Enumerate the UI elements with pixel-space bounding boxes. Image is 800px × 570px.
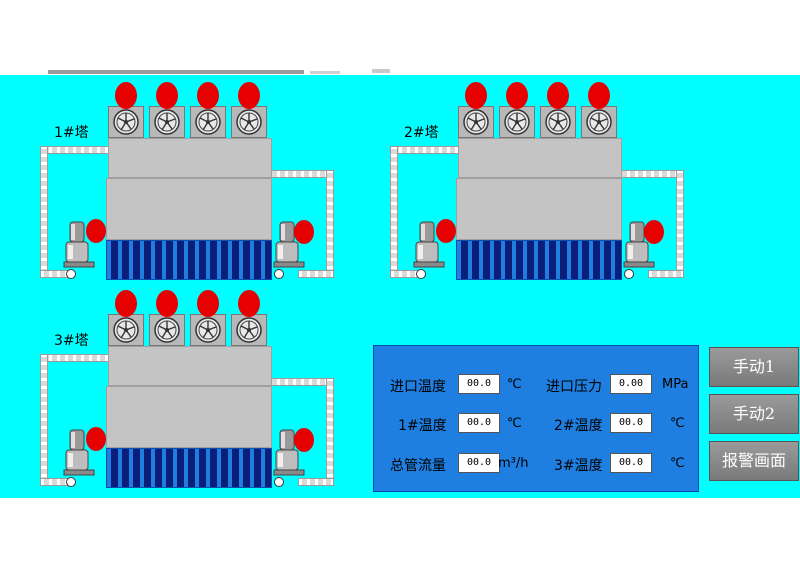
valve-icon	[274, 477, 284, 487]
water-basin	[106, 240, 272, 280]
top-bar	[48, 70, 304, 74]
fan-unit	[540, 106, 576, 138]
tower-body-upper	[108, 346, 272, 386]
temp-2-label: 2#温度	[554, 418, 603, 434]
status-lamp-icon	[644, 220, 664, 244]
valve-icon	[66, 269, 76, 279]
fan-unit	[231, 106, 267, 138]
tower-body	[456, 178, 622, 240]
pump-left	[62, 218, 98, 270]
valve-icon	[624, 269, 634, 279]
status-lamp-icon	[238, 82, 260, 109]
total-flow-value: 00.0	[458, 453, 500, 473]
alarm-screen-button[interactable]: 报警画面	[709, 441, 799, 481]
temp-1-value: 00.0	[458, 413, 500, 433]
status-lamp-icon	[436, 219, 456, 243]
fan-unit	[458, 106, 494, 138]
valve-icon	[274, 269, 284, 279]
pump-icon	[623, 221, 655, 268]
pipe-right	[676, 170, 684, 278]
temp-3-unit: ℃	[670, 456, 685, 471]
fan-unit	[149, 106, 185, 138]
tower-label: 2#塔	[404, 125, 439, 141]
fan-unit	[149, 314, 185, 346]
temp-3-value: 00.0	[610, 453, 652, 473]
fan-unit	[231, 314, 267, 346]
pump-left	[412, 218, 448, 270]
tower-1: 1#塔	[40, 78, 340, 280]
temp-2-unit: ℃	[670, 416, 685, 431]
valve-icon	[416, 269, 426, 279]
pump-icon	[273, 221, 305, 268]
tower-body-upper	[458, 138, 622, 178]
status-lamp-icon	[86, 219, 106, 243]
total-flow-unit: m³/h	[498, 456, 529, 471]
temp-1-label: 1#温度	[398, 418, 447, 434]
status-lamp-icon	[115, 82, 137, 109]
pump-left	[62, 426, 98, 478]
temp-2-value: 00.0	[610, 413, 652, 433]
tower-3: 3#塔	[40, 286, 340, 488]
status-lamp-icon	[588, 82, 610, 109]
fan-unit	[108, 106, 144, 138]
inlet-temp-value: 00.0	[458, 374, 500, 394]
pump-right	[272, 218, 308, 270]
fan-unit	[190, 106, 226, 138]
tower-label: 1#塔	[54, 125, 89, 141]
valve-icon	[66, 477, 76, 487]
pump-icon	[273, 429, 305, 476]
pipe-right	[326, 170, 334, 278]
status-lamp-icon	[115, 290, 137, 317]
status-lamp-icon	[86, 427, 106, 451]
status-lamp-icon	[156, 290, 178, 317]
inlet-pressure-label: 进口压力	[546, 379, 602, 395]
status-lamp-icon	[465, 82, 487, 109]
pipe-left	[390, 146, 398, 278]
status-lamp-icon	[294, 428, 314, 452]
status-lamp-icon	[238, 290, 260, 317]
fan-unit	[499, 106, 535, 138]
pump-icon	[63, 429, 95, 476]
pump-icon	[413, 221, 445, 268]
status-lamp-icon	[547, 82, 569, 109]
fan-unit	[190, 314, 226, 346]
parameter-panel: 进口温度 00.0 ℃ 进口压力 0.00 MPa 1#温度 00.0 ℃ 2#…	[373, 345, 699, 492]
tower-label: 3#塔	[54, 333, 89, 349]
pipe-left	[40, 354, 48, 486]
inlet-pressure-unit: MPa	[662, 377, 689, 392]
manual-2-button[interactable]: 手动2	[709, 394, 799, 434]
pump-right	[622, 218, 658, 270]
pipe-right	[326, 378, 334, 486]
status-lamp-icon	[197, 290, 219, 317]
inlet-pressure-value: 0.00	[610, 374, 652, 394]
pipe-bottom-right	[298, 478, 334, 486]
top-mark-2	[372, 69, 390, 73]
inlet-temp-unit: ℃	[507, 377, 522, 392]
tower-body	[106, 178, 272, 240]
pump-right	[272, 426, 308, 478]
pipe-bottom-right	[648, 270, 684, 278]
tower-2: 2#塔	[390, 78, 690, 280]
status-lamp-icon	[294, 220, 314, 244]
manual-1-button[interactable]: 手动1	[709, 347, 799, 387]
pump-icon	[63, 221, 95, 268]
fan-unit	[581, 106, 617, 138]
pipe-left	[40, 146, 48, 278]
water-basin	[106, 448, 272, 488]
temp-3-label: 3#温度	[554, 458, 603, 474]
fan-unit	[108, 314, 144, 346]
tower-body	[106, 386, 272, 448]
inlet-temp-label: 进口温度	[390, 379, 446, 395]
status-lamp-icon	[156, 82, 178, 109]
status-lamp-icon	[197, 82, 219, 109]
tower-body-upper	[108, 138, 272, 178]
top-mark	[310, 71, 340, 74]
water-basin	[456, 240, 622, 280]
total-flow-label: 总管流量	[390, 458, 446, 474]
temp-1-unit: ℃	[507, 416, 522, 431]
pipe-bottom-right	[298, 270, 334, 278]
status-lamp-icon	[506, 82, 528, 109]
